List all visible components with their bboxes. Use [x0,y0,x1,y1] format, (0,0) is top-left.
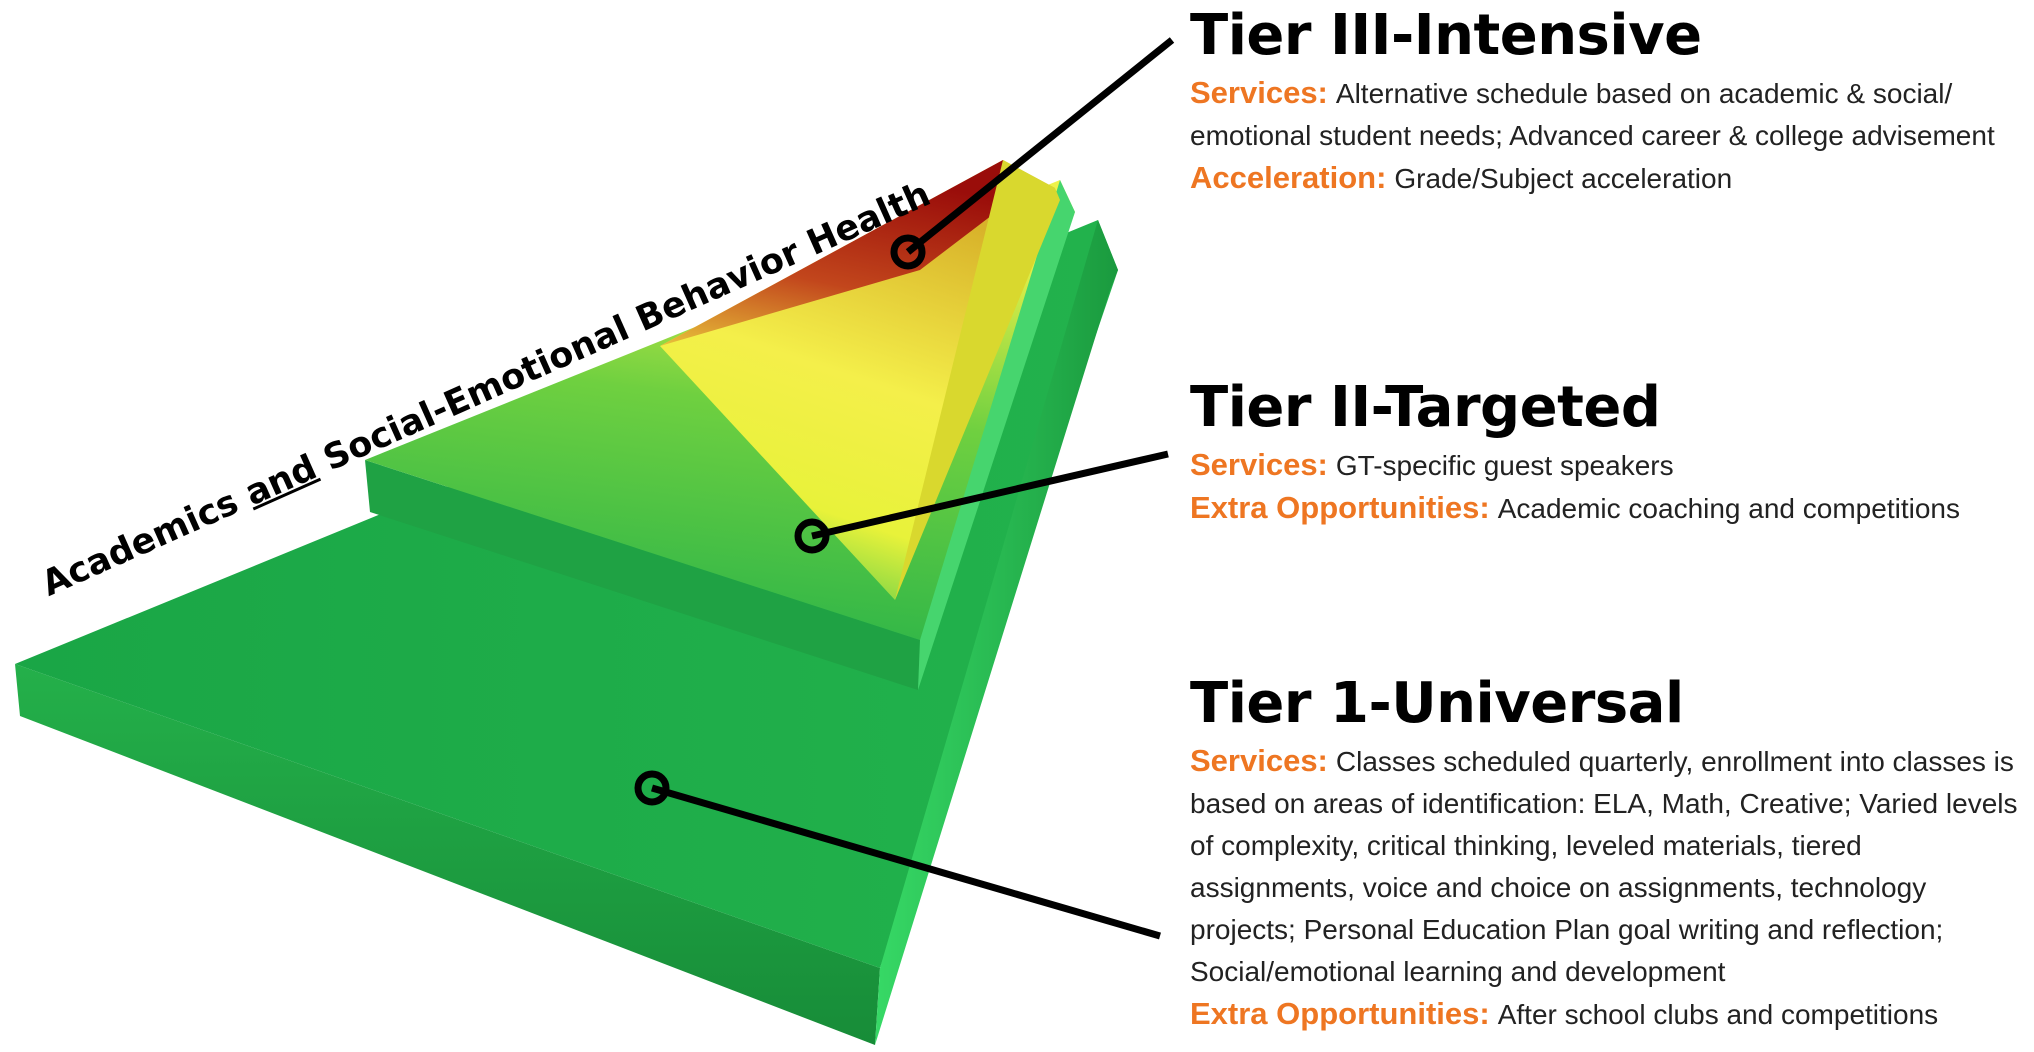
tier2-services: Services:GT-specific guest speakers [1190,444,2030,487]
tier2-title: Tier II-Targeted [1190,375,1661,440]
tier1-services-label: Services: [1190,743,1328,778]
tier3-layer [660,160,1060,600]
tier2-extra: Extra Opportunities:Academic coaching an… [1190,487,2030,530]
tier2-extra-label: Extra Opportunities: [1190,490,1490,525]
tier2-services-text: GT-specific guest speakers [1335,450,1674,481]
tier1-connector [651,784,1161,940]
tier3-acceleration: Acceleration:Grade/Subject acceleration [1190,157,2030,200]
tier1-extra-label: Extra Opportunities: [1190,996,1490,1031]
tier3-services-text: Alternative schedule based on academic &… [1190,78,1995,151]
tier3-title: Tier III-Intensive [1190,3,1702,68]
tier2-services-label: Services: [1190,447,1328,482]
tier1-description: Tier 1-Universal Services:Classes schedu… [1190,672,2030,1036]
tier3-marker [890,234,926,270]
tier1-marker [634,770,670,806]
tier3-description: Tier III-Intensive Services:Alternative … [1190,4,2030,200]
tier2-extra-text: Academic coaching and competitions [1497,493,1960,524]
tier1-extra-text: After school clubs and competitions [1497,999,1939,1030]
tier1-extra: Extra Opportunities:After school clubs a… [1190,993,2030,1036]
tier3-acceleration-label: Acceleration: [1190,160,1387,195]
tier1-services: Services:Classes scheduled quarterly, en… [1190,740,2030,993]
tier3-connector [905,37,1175,255]
tier3-acceleration-text: Grade/Subject acceleration [1394,163,1733,194]
tier2-marker [794,518,830,554]
tier3-services: Services:Alternative schedule based on a… [1190,72,2030,157]
connectors [634,37,1175,940]
tier2-connector [811,450,1169,540]
tier2-description: Tier II-Targeted Services:GT-specific gu… [1190,376,2030,530]
tier1-services-text: Classes scheduled quarterly, enrollment … [1190,746,2018,987]
tier3-services-label: Services: [1190,75,1328,110]
tier1-title: Tier 1-Universal [1190,671,1684,736]
